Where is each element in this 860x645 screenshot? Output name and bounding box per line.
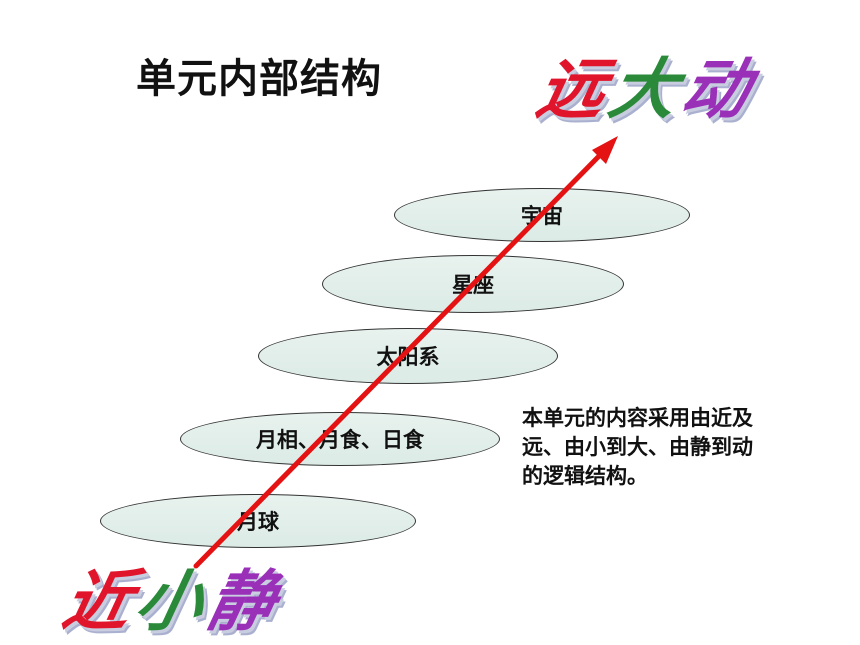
page-title: 单元内部结构 — [136, 56, 382, 102]
level-label: 宇宙 — [521, 204, 563, 228]
level-label: 月相、月食、日食 — [256, 428, 424, 452]
wordart-far-big-moving: 远大动 — [530, 36, 766, 132]
arrow-head — [592, 136, 618, 164]
level-label: 星座 — [452, 273, 494, 297]
level-solar-system-oval: 太阳系 — [258, 328, 558, 384]
level-moon-phases-oval: 月相、月食、日食 — [180, 412, 500, 466]
structure-description: 本单元的内容采用由近及远、由小到大、由静到动的逻辑结构。 — [522, 406, 753, 488]
level-moon-oval: 月球 — [100, 494, 416, 548]
level-universe-oval: 宇宙 — [394, 188, 690, 242]
level-label: 月球 — [237, 510, 279, 534]
level-label: 太阳系 — [376, 345, 440, 369]
wordart-near-small-still: 近小静 — [56, 548, 292, 644]
level-constellation-oval: 星座 — [322, 255, 624, 313]
